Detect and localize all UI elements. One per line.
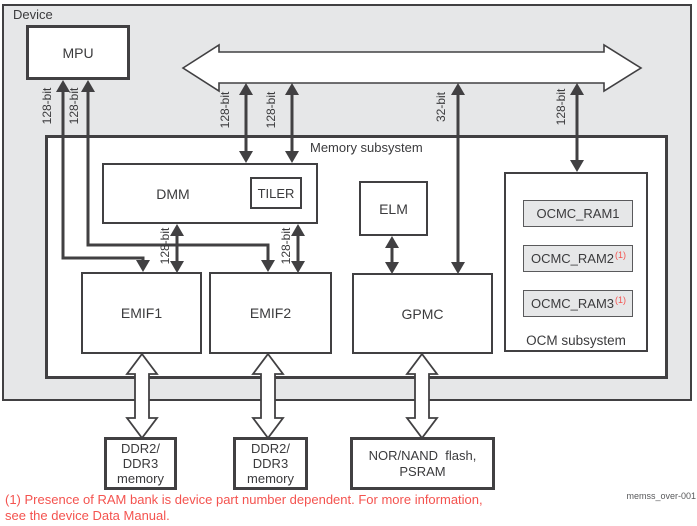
ddr-right-box: DDR2/ DDR3 memory (233, 437, 308, 490)
ocmc-ram2-footnote-ref: (1) (615, 249, 627, 260)
footnote: (1) Presence of RAM bank is device part … (5, 492, 483, 524)
memory-subsystem-label: Memory subsystem (310, 140, 423, 155)
bus-label-dmm-emif2-128bit: 128-bit (279, 227, 293, 265)
ddr-right-line2: DDR3 (252, 456, 289, 471)
tiler-label: TILER (257, 185, 295, 201)
flash-box: NOR/NAND flash, PSRAM (350, 437, 495, 490)
bus-label-l3-dmm-left-128bit: 128-bit (218, 91, 232, 129)
flash-line1: NOR/NAND flash, (368, 447, 477, 463)
emif1-box: EMIF1 (81, 272, 202, 354)
ocmc-ram3-label: OCMC_RAM3 (530, 296, 615, 311)
device-label: Device (13, 7, 53, 22)
ocmc-ram3-footnote-ref: (1) (615, 294, 627, 305)
emif1-label: EMIF1 (120, 305, 163, 321)
ocmc-ram2-box: OCMC_RAM2(1) (523, 245, 633, 272)
bus-label-dmm-emif1-128bit: 128-bit (158, 227, 172, 265)
dmm-label: DMM (156, 185, 190, 202)
elm-label: ELM (379, 200, 408, 217)
gpmc-label: GPMC (401, 305, 444, 322)
bus-label-l3-gpmc-32bit: 32-bit (434, 91, 448, 123)
ddr-right-line1: DDR2/ (250, 441, 290, 456)
ddr-left-line1: DDR2/ (120, 441, 160, 456)
ddr-left-line3: memory (117, 471, 164, 486)
bus-label-mpu-emif2-128bit: 128-bit (67, 87, 81, 125)
ddr-left-line2: DDR3 (122, 456, 159, 471)
tiler-box: TILER (250, 177, 302, 209)
footnote-line1: (1) Presence of RAM bank is device part … (5, 492, 483, 507)
ocmc-ram1-label: OCMC_RAM1 (536, 206, 620, 221)
ddr-left-box: DDR2/ DDR3 memory (104, 437, 177, 490)
bus-label-mpu-emif1-128bit: 128-bit (40, 87, 54, 125)
figure-id-watermark: memss_over-001 (626, 491, 696, 501)
emif2-box: EMIF2 (209, 272, 332, 354)
ocmc-ram3-box: OCMC_RAM3(1) (523, 290, 633, 317)
mpu-box: MPU (26, 25, 130, 80)
l3-interconnect-label: L3_MAIN Interconnect (344, 60, 480, 75)
flash-line2: PSRAM (399, 463, 446, 479)
mpu-label: MPU (62, 44, 94, 61)
bus-label-l3-dmm-right-128bit: 128-bit (264, 91, 278, 129)
ocm-subsystem-label: OCM subsystem (526, 333, 626, 348)
gpmc-box: GPMC (352, 273, 493, 354)
bus-label-l3-ocm-128bit: 128-bit (554, 88, 568, 126)
elm-box: ELM (359, 181, 428, 236)
ddr-right-line3: memory (247, 471, 294, 486)
ocmc-ram2-label: OCMC_RAM2 (530, 251, 615, 266)
ocmc-ram1-box: OCMC_RAM1 (523, 200, 633, 227)
emif2-label: EMIF2 (249, 305, 292, 321)
footnote-line2: see the device Data Manual. (5, 508, 170, 523)
